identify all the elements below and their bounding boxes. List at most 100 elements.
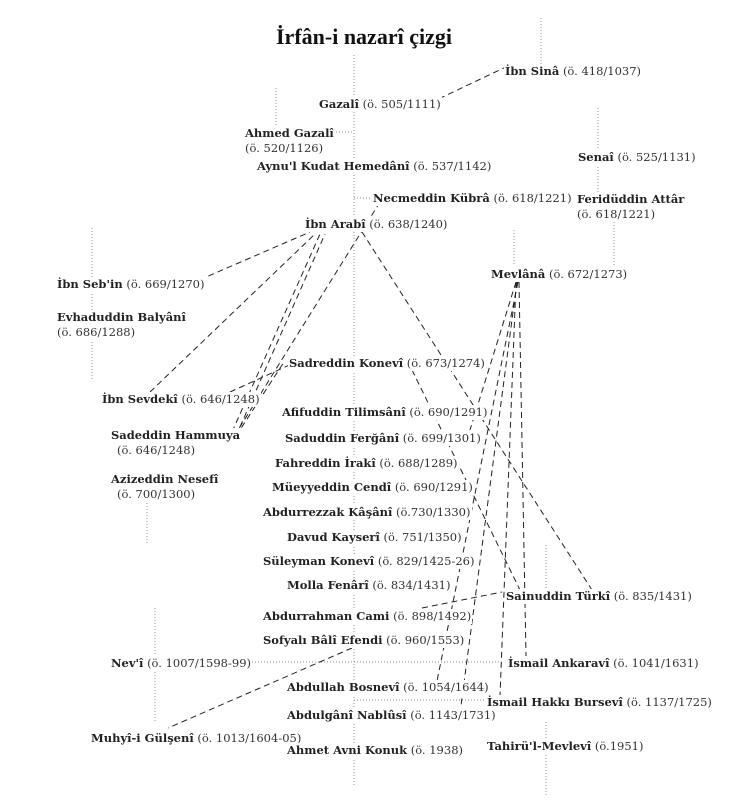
node-date: (ö. 686/1288) (57, 325, 136, 339)
node-name: Azizeddin Nesefî (111, 472, 219, 486)
node-senai: Senaî (ö. 525/1131) (577, 150, 697, 165)
cami-turki-link (421, 591, 503, 609)
node-ibn-sevdeki: İbn Sevdekî (ö. 646/1248) (101, 392, 261, 407)
node-cendi: Müeyyeddin Cendî (ö. 690/1291) (271, 480, 474, 495)
node-konevi: Sadreddin Konevî (ö. 673/1274) (288, 356, 486, 371)
node-cami: Abdurrahman Cami (ö. 898/1492) (262, 609, 473, 624)
node-gulseni: Muhyî-i Gülşenî (ö. 1013/1604-05) (90, 731, 303, 746)
node-date: (ö. 646/1248) (181, 392, 260, 406)
node-name: Abdurrahman Cami (263, 609, 390, 623)
node-date: (ö. 834/1431) (372, 578, 451, 592)
node-date: (ö. 1054/1644) (403, 680, 489, 694)
node-name: Saduddin Ferğânî (285, 431, 400, 445)
node-name: Sadeddin Hammuya (111, 428, 241, 442)
node-name: Evhaduddin Balyânî (57, 310, 186, 324)
node-name: Senaî (578, 150, 614, 164)
node-ahmed-gazali: Ahmed Gazalî (ö. 520/1126) (244, 126, 335, 156)
node-name: Davud Kayserî (287, 530, 380, 544)
node-date: (ö. 505/1111) (362, 97, 441, 111)
node-date: (ö. 673/1274) (406, 356, 485, 370)
node-kayseri: Davud Kayserî (ö. 751/1350) (286, 530, 463, 545)
node-name: Tahirü'l-Mevlevî (487, 739, 592, 753)
node-ankaravi: İsmail Ankaravî (ö. 1041/1631) (507, 656, 700, 671)
node-tilimsani: Afifuddin Tilimsânî (ö. 690/1291) (281, 405, 489, 420)
node-name: İbn Sevdekî (102, 392, 178, 406)
node-name: Molla Fenârî (287, 578, 369, 592)
node-name: Abdullah Bosnevî (287, 680, 400, 694)
node-bosnevi: Abdullah Bosnevî (ö. 1054/1644) (286, 680, 490, 695)
node-date: (ö. 646/1248) (117, 443, 196, 457)
node-name: Müeyyeddin Cendî (272, 480, 392, 494)
node-bali: Sofyalı Bâlî Efendi (ö. 960/1553) (262, 633, 466, 648)
page-title: İrfân-i nazarî çizgi (276, 24, 452, 49)
mevlana-nablusi-link (459, 281, 518, 714)
node-date: (ö. 1007/1598-99) (147, 656, 251, 670)
node-date: (ö. 638/1240) (369, 217, 448, 231)
node-name: İsmail Hakkı Bursevî (487, 695, 623, 709)
node-hammuya: Sadeddin Hammuya (ö. 646/1248) (110, 428, 242, 458)
node-name: Fahreddin İrakî (275, 456, 376, 470)
node-date: (ö. 418/1037) (562, 64, 642, 78)
node-name: Süleyman Konevî (263, 554, 375, 568)
node-mevlana: Mevlânâ (ö. 672/1273) (490, 267, 629, 282)
node-name: Mevlânâ (491, 267, 546, 281)
node-mevlevi: Tahirü'l-Mevlevî (ö.1951) (486, 739, 645, 754)
node-iraki: Fahreddin İrakî (ö. 688/1289) (274, 456, 459, 471)
node-name: İsmail Ankaravî (508, 656, 610, 670)
node-name: Sainuddin Türkî (506, 589, 611, 603)
node-date: (ö. 1143/1731) (410, 708, 496, 722)
node-date: (ö. 537/1142) (413, 159, 492, 173)
node-date: (ö. 688/1289) (379, 456, 458, 470)
node-date: (ö. 699/1301) (402, 431, 481, 445)
node-nesefi: Azizeddin Nesefî (ö. 700/1300) (110, 472, 220, 502)
node-date: (ö. 690/1291) (409, 405, 488, 419)
mevlana-tilimsani-link (469, 281, 517, 431)
node-date: (ö. 829/1425-26) (377, 554, 475, 568)
node-konuk: Ahmet Avni Konuk (ö. 1938) (286, 743, 464, 758)
node-ibn-sina: İbn Sinâ (ö. 418/1037) (504, 64, 643, 79)
node-date: (ö. 751/1350) (383, 530, 462, 544)
node-date: (ö. 700/1300) (117, 487, 196, 501)
node-date: (ö. 690/1291) (394, 480, 473, 494)
node-aynul-kudat: Aynu'l Kudat Hemedânî (ö. 537/1142) (256, 159, 493, 174)
node-name: Abdurrezzak Kâşânî (263, 505, 393, 519)
node-date: (ö. 669/1270) (126, 277, 205, 291)
node-suleyman: Süleyman Konevî (ö. 829/1425-26) (262, 554, 476, 569)
node-fenari: Molla Fenârî (ö. 834/1431) (286, 578, 452, 593)
node-date: (ö. 835/1431) (613, 589, 692, 603)
node-attar: Feridüddin Attâr (ö. 618/1221) (576, 192, 686, 222)
node-date: (ö. 618/1221) (493, 191, 572, 205)
node-name: Feridüddin Attâr (577, 192, 685, 206)
node-nablusi: Abdulgânî Nablûsî (ö. 1143/1731) (286, 708, 497, 723)
node-date: (ö. 672/1273) (549, 267, 628, 281)
node-date: (ö. 898/1492) (393, 609, 472, 623)
node-name: Ahmet Avni Konuk (287, 743, 408, 757)
node-date: (ö. 520/1126) (245, 141, 324, 155)
node-nevi: Nev'î (ö. 1007/1598-99) (110, 656, 252, 671)
node-name: İbn Arabî (305, 217, 366, 231)
node-date: (ö. 1137/1725) (626, 695, 712, 709)
hammuya-ibn-arabi-link-1 (231, 233, 321, 433)
node-name: Abdulgânî Nablûsî (287, 708, 407, 722)
ibn-sebin-ibn-arabi-link (189, 231, 311, 285)
node-name: Sadreddin Konevî (289, 356, 404, 370)
node-balyani: Evhaduddin Balyânî (ö. 686/1288) (56, 310, 187, 340)
node-name: İbn Seb'in (57, 277, 123, 291)
node-name: Ahmed Gazalî (245, 126, 334, 140)
node-turki: Sainuddin Türkî (ö. 835/1431) (505, 589, 693, 604)
ibn-sevdeki-ibn-arabi-link (149, 233, 316, 393)
node-name: Aynu'l Kudat Hemedânî (257, 159, 410, 173)
ibn-sevdeki-konevi-link (229, 361, 297, 393)
necmeddin-hammuya-link (237, 201, 381, 431)
node-ibn-arabi: İbn Arabî (ö. 638/1240) (304, 217, 449, 232)
node-kasani: Abdurrezzak Kâşânî (ö.730/1330) (262, 505, 472, 520)
node-date: (ö. 1938) (410, 743, 463, 757)
node-name: Afifuddin Tilimsânî (282, 405, 406, 419)
node-date: (ö. 960/1553) (386, 633, 465, 647)
node-name: Muhyî-i Gülşenî (91, 731, 194, 745)
hammuya-ibn-arabi-link-2 (235, 233, 326, 437)
node-fergani: Saduddin Ferğânî (ö. 699/1301) (284, 431, 482, 446)
node-date: (ö. 1041/1631) (613, 656, 699, 670)
node-ibn-sebin: İbn Seb'in (ö. 669/1270) (56, 277, 206, 292)
node-name: Gazalî (319, 97, 359, 111)
